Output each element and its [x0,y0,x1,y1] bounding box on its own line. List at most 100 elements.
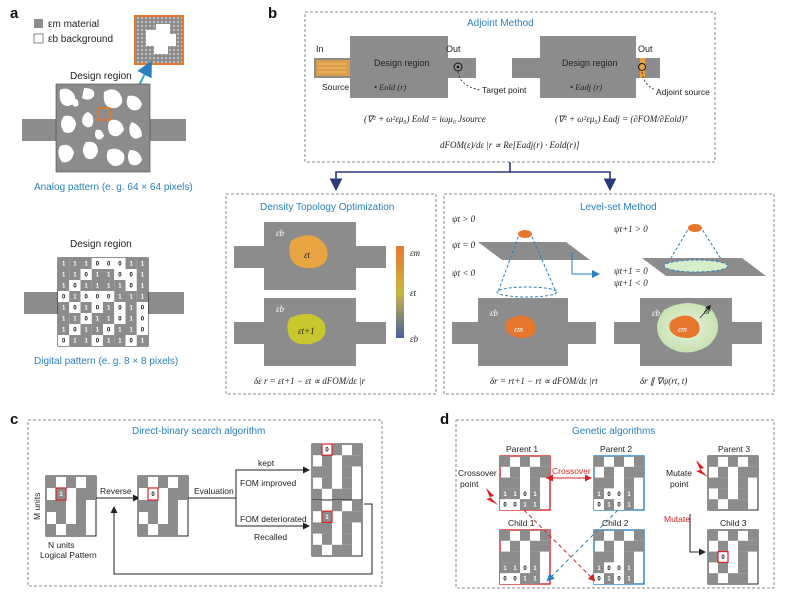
pattern-cell [594,551,604,563]
pattern-cell [76,512,86,524]
e-adj-label: • Eadj (r) [570,82,602,92]
pattern-cell [510,477,520,489]
pattern-cell [728,573,738,584]
digital-cell-value: 0 [118,262,122,268]
row-cell-value: 1 [597,566,601,572]
row-cell-value: 0 [513,503,517,509]
analog-caption: Analog pattern (e. g. 64 × 64 pixels) [34,182,193,193]
density-eps-b-2: εb [276,304,285,314]
digital-cell [58,335,70,346]
pattern-cell [530,477,540,489]
digital-cell [69,335,81,346]
arrow-to-density [329,162,511,192]
parent1-label: Parent 1 [506,444,538,454]
pattern-cell [352,444,362,456]
panel-d: d Genetic algorithms Parent 1 Parent 2 P… [440,411,775,589]
dbs-pattern-recalled: 1 [311,499,363,557]
pattern-cell [728,499,738,510]
pattern-cell [738,488,748,500]
digital-cell-value: 0 [73,284,77,290]
digital-cell-value: 1 [73,295,77,301]
highlighted-cell-value: 1 [59,492,63,498]
digital-cell [103,302,115,313]
label-out-left: Out [446,44,461,54]
pattern-cell [322,466,332,478]
pattern-cell [342,488,352,500]
row-cell-value: 0 [617,492,621,498]
legend-swatch-material [34,19,43,28]
scale-bottom: εb [410,334,419,344]
digital-cell-value: 0 [107,295,111,301]
pattern-cell [624,466,634,478]
digital-cell [136,258,148,269]
pattern-cell [138,476,148,488]
digital-cell-value: 1 [129,306,133,312]
dbs-pattern-reversed: 0 [137,475,189,537]
digital-cell-value: 1 [96,284,100,290]
source-arrows [318,63,346,73]
mutate-label: Mutate [664,514,690,524]
row-cell-value: 1 [533,577,537,583]
row-cell-value: 0 [617,503,621,509]
pattern-cell [500,456,510,467]
density-eps-b-1: εb [276,228,285,238]
digital-cell [125,269,137,280]
pattern-cell [148,500,158,512]
pattern-cell [718,477,728,489]
pattern-cell [738,466,748,478]
density-shape-t1 [287,313,326,345]
highlighted-cell [321,510,333,524]
levelset-title: Level-set Method [580,202,657,213]
digital-cell [114,335,126,346]
pattern-cell [718,466,728,478]
digital-cell [80,313,92,324]
design-region-analog-label: Design region [70,71,132,82]
highlighted-cell [717,550,729,563]
pattern-cell [748,540,758,552]
row-cell-value: 1 [503,566,507,572]
digital-cell [69,313,81,324]
pattern-cell [342,455,352,467]
digital-cell [103,313,115,324]
row-cell-value: 1 [533,492,537,498]
crossover-dashed-2 [546,509,619,582]
digital-cell [125,291,137,302]
pattern-cell [738,562,748,574]
digital-cell-value: 0 [96,339,100,345]
row-cell-value: 0 [607,566,611,572]
digital-cell [91,324,103,335]
equation-adjoint: (∇² + ω²εμ₀) Eadj = (∂FOM/∂Eold)ᵀ [555,114,688,124]
pattern-cell [624,540,634,552]
crossover-point-label-1: Crossover [458,468,497,478]
digital-cell [58,269,70,280]
row-cell-value: 0 [617,577,621,583]
pattern-cell [614,456,624,467]
digital-cell-value: 1 [84,262,88,268]
density-shape-t [289,235,328,269]
pattern-cell [168,524,178,536]
levelset-step-arrow [571,252,600,278]
pattern-cell [500,530,510,541]
levelset-eps-m-1: εm [514,325,523,334]
pattern-cell [46,524,56,536]
design-region-digital-label: Design region [70,239,132,250]
dbs-pattern-kept: 0 [311,443,363,501]
digital-cell [80,280,92,291]
pattern-cell [76,524,86,536]
digital-cell-value: 1 [62,306,66,312]
digital-cell-value: 0 [84,317,88,323]
ga-box [455,419,775,589]
digital-cell [58,302,70,313]
digital-cell [69,280,81,291]
pattern-cell [332,544,342,556]
pattern-cell [624,551,634,563]
digital-cell-value: 1 [129,328,133,334]
digital-cell-value: 0 [129,339,133,345]
right-device-output-waveguide [636,58,660,78]
digital-cell [114,324,126,335]
digital-cell [136,324,148,335]
mutate-point-label-1: Mutate [666,468,692,478]
pattern-cell [322,455,332,467]
child2-label: Child 2 [602,518,629,528]
